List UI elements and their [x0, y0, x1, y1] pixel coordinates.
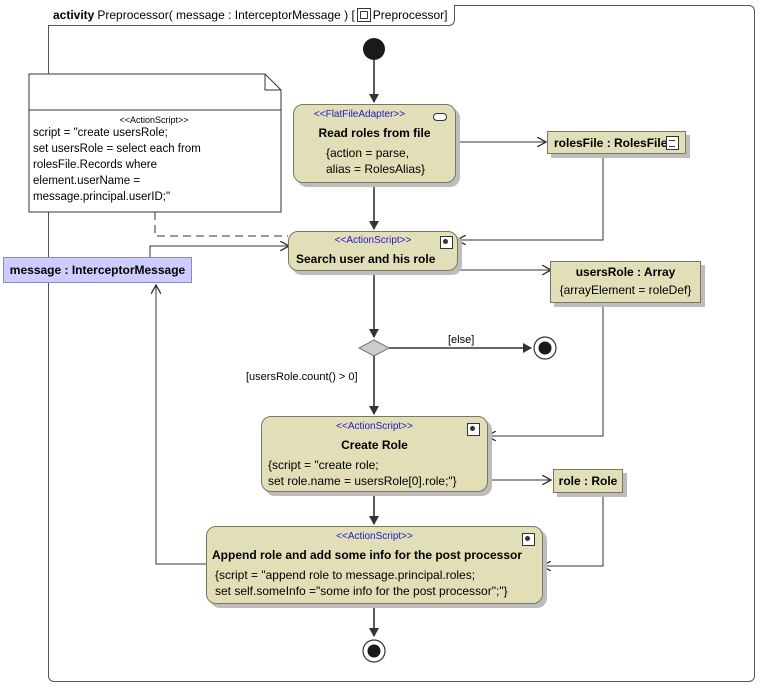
note-anchor	[154, 212, 288, 237]
note-line: script = "create usersRole;	[33, 127, 168, 139]
action-stereotype: <<FlatFileAdapter>>	[313, 109, 406, 120]
initial-node	[363, 38, 385, 60]
note-shape	[28, 73, 282, 213]
object-usersrole[interactable]: usersRole : Array {arrayElement = roleDe…	[550, 261, 701, 303]
object-label: rolesFile : RolesFile	[554, 136, 668, 150]
action-property: {script = "create role;	[268, 458, 379, 472]
object-label: usersRole : Array	[575, 265, 676, 279]
action-property: alias = RolesAlias}	[326, 162, 426, 176]
object-rolesfile[interactable]: rolesFile : RolesFile	[547, 131, 686, 154]
frame-close-bracket: ]	[444, 8, 448, 22]
script-icon	[522, 533, 535, 546]
action-create-role[interactable]: <<ActionScript>> Create Role {script = "…	[261, 416, 488, 492]
object-label: role : Role	[558, 474, 618, 488]
note-line: set usersRole = select each from	[33, 143, 201, 155]
action-append-role[interactable]: <<ActionScript>> Append role and add som…	[206, 526, 543, 604]
action-read-roles[interactable]: <<FlatFileAdapter>> Read roles from file…	[293, 104, 456, 183]
action-stereotype: <<ActionScript>>	[334, 235, 412, 246]
note-line: rolesFile.Records where	[33, 159, 157, 171]
action-property: {script = "append role to message.princi…	[215, 568, 476, 582]
parameter-message[interactable]: message : InterceptorMessage	[3, 257, 192, 283]
decision-node	[357, 339, 391, 357]
note-line: message.principal.userID;"	[33, 191, 171, 203]
frame-signature: Preprocessor( message : InterceptorMessa…	[97, 8, 355, 22]
frame-header: activity Preprocessor( message : Interce…	[48, 5, 455, 26]
edge-message-search	[149, 246, 288, 257]
note-stereotype: <<ActionScript>>	[119, 115, 189, 125]
frame-name: Preprocessor	[372, 8, 445, 22]
script-icon	[440, 236, 453, 249]
object-constraint: {arrayElement = roleDef}	[559, 283, 692, 297]
guard-count: [usersRole.count() > 0]	[246, 371, 358, 383]
action-property: {action = parse,	[326, 146, 410, 160]
action-stereotype: <<ActionScript>>	[336, 421, 413, 432]
action-property: set role.name = usersRole[0].role;"}	[268, 474, 457, 488]
object-role[interactable]: role : Role	[553, 469, 623, 493]
guard-else: [else]	[448, 334, 475, 346]
edge-append-message	[156, 286, 206, 565]
action-search-user[interactable]: <<ActionScript>> Search user and his rol…	[288, 231, 458, 271]
adapter-icon	[433, 113, 447, 121]
edge-role-append	[543, 493, 604, 566]
edge-rolesfile-search	[458, 153, 604, 240]
action-stereotype: <<ActionScript>>	[336, 531, 413, 542]
action-name: Read roles from file	[318, 126, 431, 140]
action-property: set self.someInfo ="some info for the po…	[215, 584, 508, 598]
parameter-label: message : InterceptorMessage	[9, 263, 186, 277]
file-icon	[666, 136, 679, 150]
action-name: Search user and his role	[296, 252, 436, 266]
action-name: Append role and add some info for the po…	[212, 548, 523, 562]
script-icon	[467, 423, 480, 436]
edge-usersrole-create	[488, 303, 604, 436]
frame-keyword: activity	[53, 8, 95, 22]
activity-icon	[356, 8, 371, 22]
note-line: element.userName =	[33, 175, 141, 187]
action-name: Create Role	[341, 438, 408, 452]
